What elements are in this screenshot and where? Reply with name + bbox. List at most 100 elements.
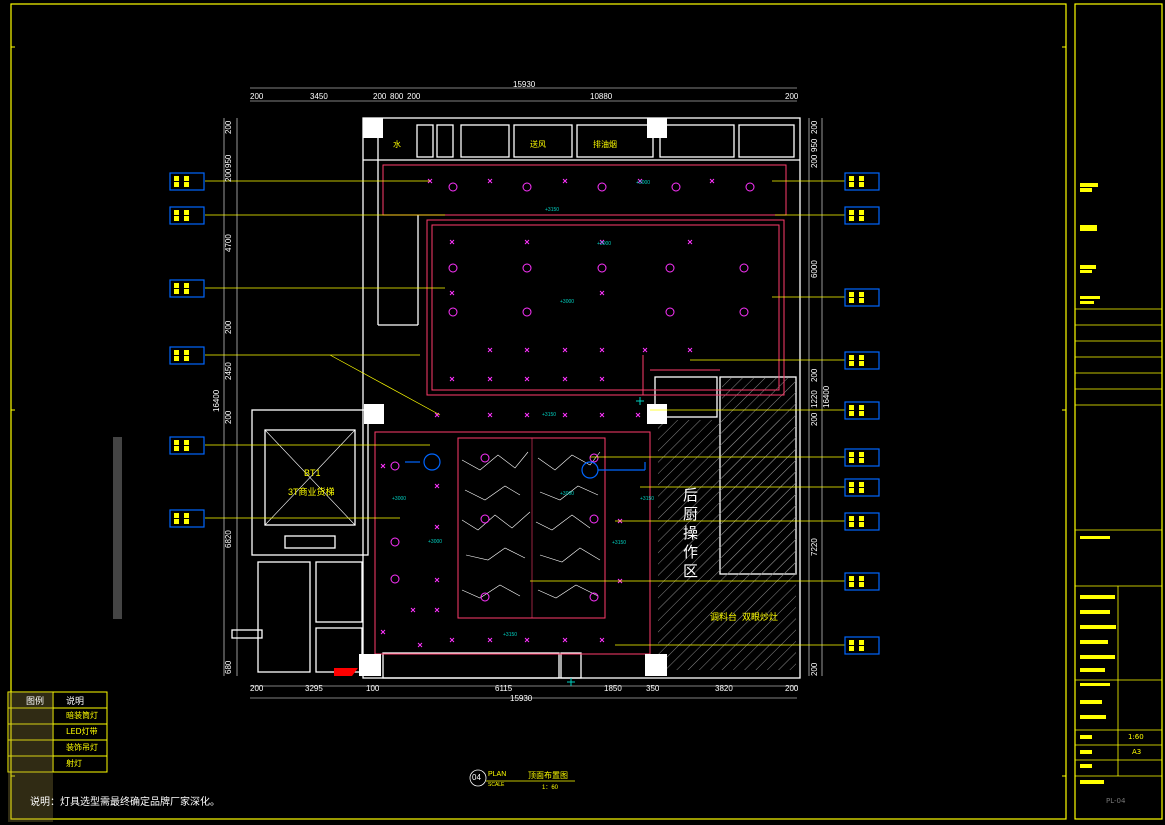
pendant-light: [390, 461, 400, 471]
callout-tags: [169, 172, 880, 655]
drawing-frame: [10, 3, 1067, 820]
light-fixtures: [380, 178, 755, 648]
pendant-light: [589, 592, 599, 602]
level-4: +3000: [560, 299, 575, 305]
pendant-light: [390, 574, 400, 584]
red-marker: [334, 668, 358, 676]
callout-tag: [844, 351, 880, 370]
bottom-dim-8: 200: [785, 684, 799, 693]
right-total-dim: 16400: [822, 385, 831, 408]
pendant-light: [589, 514, 599, 524]
callout-tag-mark: [849, 355, 854, 360]
vertical-scrollbar[interactable]: [113, 437, 122, 619]
callout-tag-mark: [184, 176, 189, 181]
downlight: [410, 607, 416, 613]
right-dim-3: 200: [810, 154, 819, 168]
downlight: [434, 577, 440, 583]
downlight: [562, 637, 568, 643]
callout-tag: [844, 288, 880, 307]
level-3: +3000: [597, 241, 612, 247]
downlight: [642, 347, 648, 353]
sidebar-text-blocks: [1080, 183, 1116, 784]
columns: [359, 118, 667, 676]
pendant-light: [390, 537, 400, 547]
downlight: [487, 178, 493, 184]
callout-tag-mark: [859, 522, 864, 527]
bottom-dim-2: 3295: [305, 684, 323, 693]
callout-tag: [169, 172, 205, 191]
title-number: 04: [472, 773, 481, 782]
downlight: [562, 376, 568, 382]
callout-tag-mark: [174, 519, 179, 524]
callout-tag-mark: [859, 482, 864, 487]
callout-tag-mark: [184, 519, 189, 524]
pendant-light: [745, 182, 755, 192]
callout-tag-mark: [849, 361, 854, 366]
pendant-light: [739, 307, 749, 317]
sidebar-paper: A3: [1132, 748, 1142, 756]
callout-tag-mark: [184, 283, 189, 288]
right-dim-2: 950: [810, 138, 819, 152]
callout-tag-mark: [859, 646, 864, 651]
top-dim-6: 10880: [590, 92, 613, 101]
callout-tag-mark: [174, 283, 179, 288]
level-9: +3000: [428, 539, 443, 545]
downlight: [434, 412, 440, 418]
callout-tag: [844, 572, 880, 591]
callout-tag-mark: [849, 292, 854, 297]
downlight: [599, 347, 605, 353]
callout-tag: [844, 172, 880, 191]
callout-tag-mark: [859, 216, 864, 221]
zone-elevator-name: 3T商业货梯: [288, 487, 335, 497]
downlight: [524, 412, 530, 418]
pendant-light: [597, 182, 607, 192]
level-5: +3150: [542, 412, 557, 418]
downlight: [562, 347, 568, 353]
downlight: [417, 642, 423, 648]
callout-tag-mark: [849, 405, 854, 410]
callout-tag-mark: [859, 298, 864, 303]
callout-tag-mark: [849, 516, 854, 521]
legend-header-desc: 说明: [66, 697, 85, 707]
left-dim-4: 4700: [224, 234, 233, 252]
legend-row-3: 装饰吊灯: [66, 743, 98, 752]
top-dim-7: 200: [785, 92, 799, 101]
level-11: +3150: [503, 632, 518, 638]
callout-tag-mark: [174, 182, 179, 187]
callout-tag-mark: [849, 458, 854, 463]
title-plan-label: PLAN: [488, 771, 507, 778]
downlight: [434, 524, 440, 530]
callout-tag-mark: [174, 513, 179, 518]
callout-tag: [844, 401, 880, 420]
top-dim-1: 200: [250, 92, 264, 101]
blue-callouts: [405, 453, 646, 479]
callout-tag-mark: [859, 576, 864, 581]
level-1: +3000: [636, 180, 651, 186]
title-scale-label: SCALE: [488, 782, 505, 788]
pendant-light: [480, 514, 490, 524]
callout-tag-mark: [184, 513, 189, 518]
level-6: +3000: [392, 496, 407, 502]
callout-tag: [844, 448, 880, 467]
left-dim-7: 200: [224, 410, 233, 424]
downlight: [599, 239, 605, 245]
downlight: [487, 347, 493, 353]
pendant-light: [448, 307, 458, 317]
title-scale: 1：60: [542, 785, 559, 791]
level-7: +3000: [560, 491, 575, 497]
callout-tag-mark: [859, 582, 864, 587]
callout-tag-mark: [849, 411, 854, 416]
right-dim-6: 1220: [810, 390, 819, 408]
right-dim-4: 6000: [810, 260, 819, 278]
sidebar-lines: [1075, 308, 1162, 777]
title-number-circle: [469, 769, 487, 787]
downlight: [487, 412, 493, 418]
downlight: [687, 239, 693, 245]
downlight: [524, 239, 530, 245]
pendant-light: [480, 592, 490, 602]
callout-tag: [844, 512, 880, 531]
downlight: [599, 637, 605, 643]
bottom-total-dim: 15930: [510, 694, 533, 703]
callout-tag-mark: [859, 405, 864, 410]
left-dim-1: 200: [224, 120, 233, 134]
